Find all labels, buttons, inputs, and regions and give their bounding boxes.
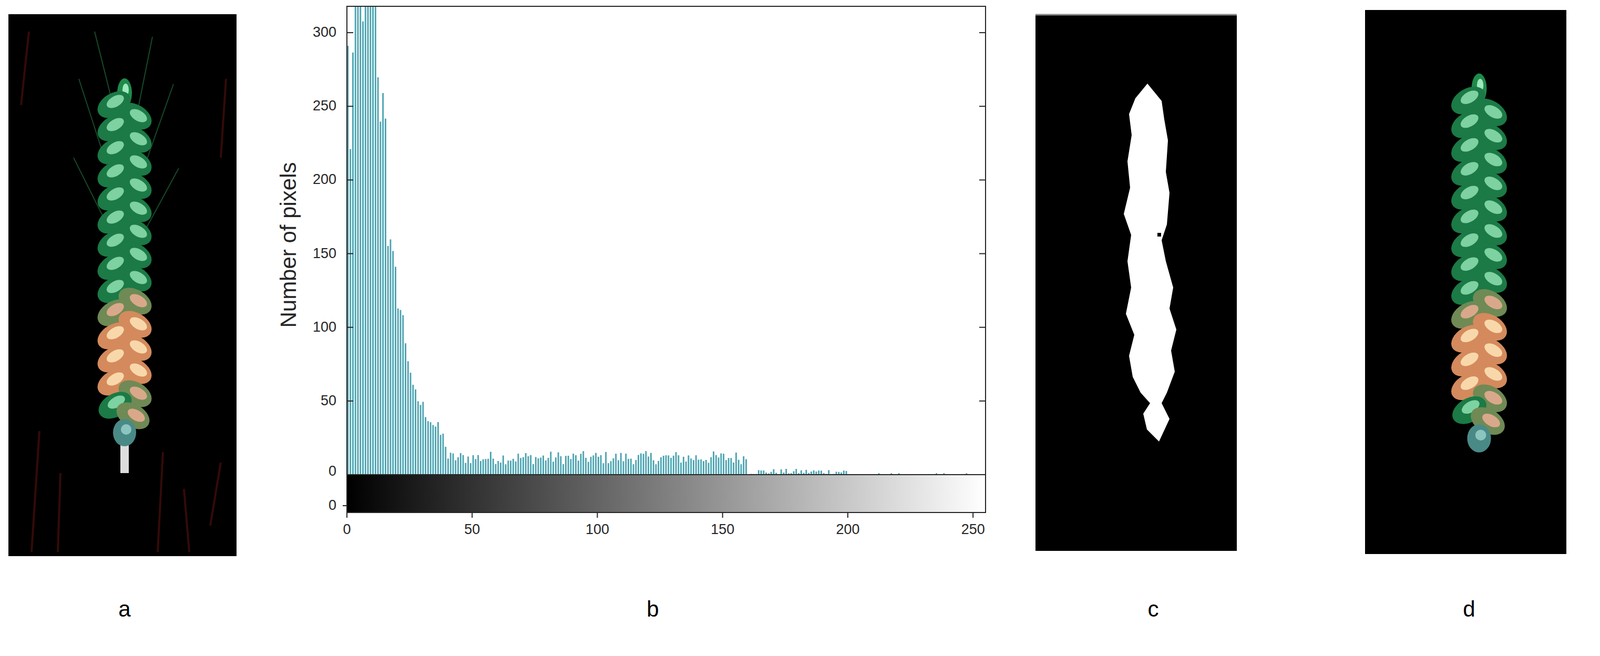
x-tick-label: 100 (585, 521, 610, 538)
histogram-axes (342, 6, 986, 518)
y-tick-label: 50 (320, 393, 337, 409)
panel-letter: b (646, 597, 659, 622)
panel-letter: c (1147, 597, 1160, 622)
panel-letter: d (1462, 597, 1475, 622)
histogram-bars (347, 6, 968, 475)
x-tick-label: 250 (961, 521, 986, 538)
segmented-ear (1365, 9, 1567, 555)
panel-letter: a (118, 597, 131, 622)
y-tick-label: 150 (312, 245, 337, 262)
y-tick-label: 300 (312, 24, 337, 41)
y-tick-label: 0 (328, 497, 337, 514)
x-tick-label: 0 (342, 521, 351, 538)
gray-colorbar (346, 474, 986, 513)
x-tick-label: 200 (835, 521, 860, 538)
binary-mask (1035, 14, 1237, 551)
x-tick-label: 150 (710, 521, 735, 538)
x-tick-label: 50 (464, 521, 480, 538)
axis-title: Number of pixels (276, 161, 301, 328)
y-tick-label: 250 (312, 98, 337, 115)
y-tick-label: 0 (328, 463, 337, 480)
y-tick-label: 100 (312, 319, 337, 336)
panel-a-photo (8, 14, 237, 557)
y-tick-label: 200 (312, 172, 337, 189)
